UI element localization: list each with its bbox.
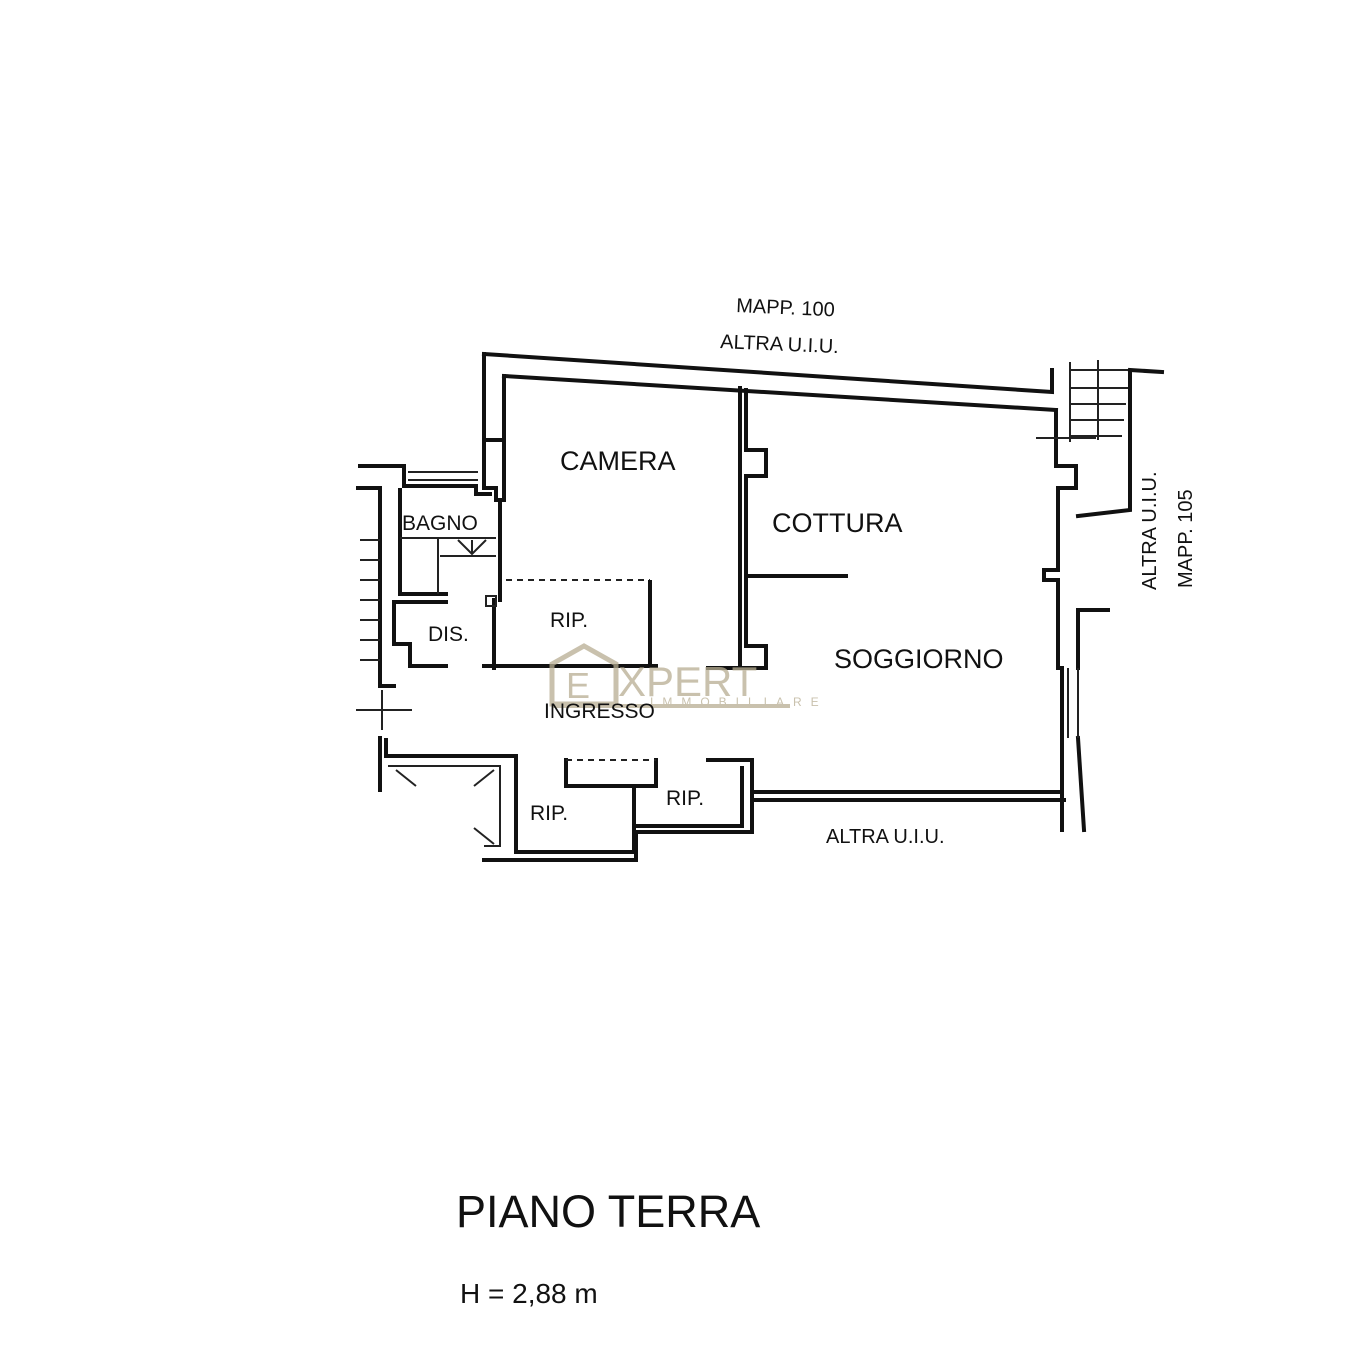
svg-text:E: E bbox=[566, 665, 590, 706]
label-cottura: COTTURA bbox=[772, 508, 903, 538]
label-soggiorno: SOGGIORNO bbox=[834, 644, 1004, 674]
label-right-map: MAPP. 105 bbox=[1175, 489, 1197, 588]
label-rip-bottom-left: RIP. bbox=[530, 802, 568, 825]
label-camera: CAMERA bbox=[560, 446, 676, 476]
watermark-sub: IMMOBILIARE bbox=[650, 695, 828, 709]
label-bottom-unit: ALTRA U.I.U. bbox=[826, 826, 945, 848]
label-top-map: MAPP. 100 bbox=[736, 295, 835, 321]
label-dis: DIS. bbox=[428, 623, 469, 646]
watermark-logo: E XPERT IMMOBILIARE bbox=[549, 643, 828, 709]
label-rip-bottom-right: RIP. bbox=[666, 787, 704, 810]
floor-title: PIANO TERRA bbox=[456, 1186, 761, 1237]
house-icon bbox=[549, 643, 619, 707]
walls bbox=[356, 351, 1165, 862]
label-top-unit: ALTRA U.I.U. bbox=[720, 331, 839, 358]
label-bagno: BAGNO bbox=[402, 512, 478, 535]
ceiling-height: H = 2,88 m bbox=[460, 1278, 598, 1309]
label-right-unit: ALTRA U.I.U. bbox=[1139, 471, 1161, 590]
watermark-brand: XPERT bbox=[618, 658, 757, 705]
label-ingresso: INGRESSO bbox=[544, 700, 655, 723]
label-rip-camera: RIP. bbox=[550, 609, 588, 632]
